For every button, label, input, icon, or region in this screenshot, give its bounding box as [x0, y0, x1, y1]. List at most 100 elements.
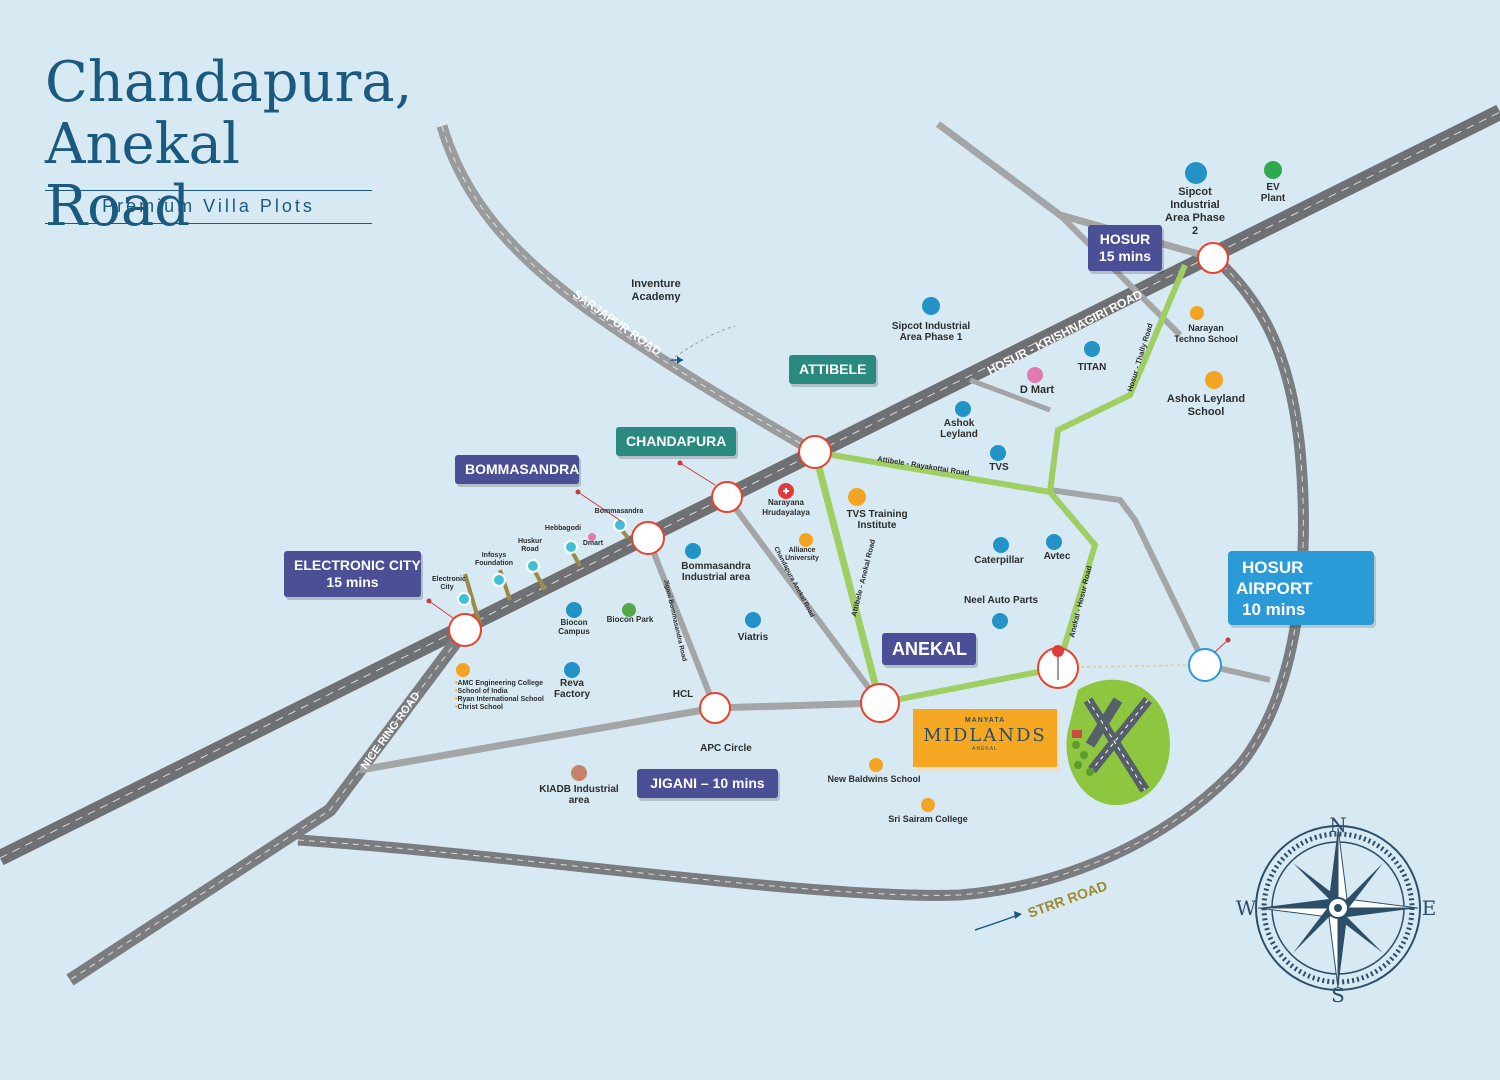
- factory-icon: [566, 602, 582, 618]
- label-ashok-leyland-school: Ashok Leyland School: [1166, 393, 1246, 418]
- school-icon: [848, 488, 866, 506]
- label-alliance-university: Alliance University: [785, 547, 819, 562]
- compass-n: N: [1329, 813, 1347, 837]
- badge-attibele: ATTIBELE: [789, 355, 877, 384]
- biocon-park-icon: [622, 603, 636, 617]
- badge-bommasandra: BOMMASANDRA: [455, 455, 579, 484]
- road-network: [0, 104, 1500, 986]
- label-avtec: Avtec: [1043, 551, 1071, 562]
- badge-chandapura: CHANDAPURA: [616, 427, 737, 456]
- map-title: Chandapura, Anekal Road: [45, 50, 413, 239]
- ev-plant-icon: [1264, 161, 1282, 179]
- label-neel-auto-parts: Neel Auto Parts: [963, 595, 1039, 606]
- factory-icon: [685, 543, 701, 559]
- school-icon: [869, 758, 883, 772]
- schools-list: AMC Engineering College School of India …: [455, 680, 544, 712]
- school-icon: [921, 798, 935, 812]
- label-dmart: D Mart: [1019, 384, 1055, 396]
- label-biocon-campus: Biocon Campus: [558, 618, 590, 636]
- airport-line-1: HOSUR: [1242, 558, 1304, 577]
- junction-anekal: [860, 683, 900, 723]
- label-viatris: Viatris: [737, 632, 769, 643]
- label-metro-dmart: Dmart: [582, 540, 604, 547]
- label-titan: TITAN: [1077, 362, 1107, 373]
- badge-electronic-city-name: ELECTRONIC CITY: [294, 557, 421, 573]
- factory-icon: [990, 445, 1006, 461]
- school-icon: [1205, 371, 1223, 389]
- badge-electronic-city: ELECTRONIC CITY 15 mins: [284, 551, 421, 597]
- factory-icon: [564, 662, 580, 678]
- label-hcl: HCL: [672, 689, 694, 700]
- factory-icon: [993, 537, 1009, 553]
- label-sipcot-phase-2: Sipcot Industrial Area Phase 2: [1165, 186, 1225, 237]
- label-ev-plant: EV Plant: [1260, 182, 1286, 204]
- factory-icon: [992, 613, 1008, 629]
- badge-hosur: HOSUR 15 mins: [1088, 225, 1162, 271]
- compass-s: S: [1331, 983, 1345, 1007]
- label-caterpillar: Caterpillar: [974, 555, 1024, 566]
- label-tvs-training-institute: TVS Training Institute: [846, 509, 908, 531]
- label-narayana-hrudayalaya: Narayana Hrudayalaya: [762, 498, 810, 517]
- badge-jigani: JIGANI – 10 mins: [637, 769, 778, 798]
- badge-electronic-city-time: 15 mins: [326, 574, 379, 590]
- junction-chandapura: [711, 481, 743, 513]
- junction-hosur: [1197, 242, 1229, 274]
- label-apc-circle: APC Circle: [700, 743, 752, 754]
- compass-e: E: [1422, 896, 1437, 920]
- factory-icon: [922, 297, 940, 315]
- junction-electronic-city: [448, 613, 482, 647]
- label-bommasandra-industrial: Bommasandra Industrial area: [681, 561, 751, 583]
- brand-sub: ANEKAL: [972, 746, 998, 752]
- airport-site-graphic: [1066, 679, 1170, 806]
- brand-top: MANYATA: [964, 717, 1006, 724]
- label-ashok-leyland: Ashok Leyland: [940, 418, 978, 440]
- school-icon: [799, 533, 813, 547]
- road-label-hosur-krishnagiri: HOSUR - KRISHNAGIRI ROAD: [985, 287, 1145, 378]
- attibele-anekal-road: [811, 451, 884, 704]
- school-item: Ryan International School: [455, 696, 543, 704]
- label-kiadb-industrial: KIADB Industrial area: [539, 784, 619, 806]
- factory-icon: [745, 612, 761, 628]
- map-subtitle: Premium Villa Plots: [102, 196, 315, 216]
- brand-name: MIDLANDS: [923, 725, 1047, 746]
- nice-ring-road: [66, 626, 471, 986]
- label-metro-electronic-city: Electronic City: [432, 576, 466, 591]
- compass-rose-icon: N S W E: [1236, 813, 1437, 1007]
- road-label-hosur-thally: Hosur - Thally Road: [1125, 322, 1154, 393]
- junction-attibele: [798, 435, 832, 469]
- factory-icon: [955, 401, 971, 417]
- airport-line-3: 10 mins: [1242, 600, 1306, 619]
- label-inventure-academy: Inventure Academy: [631, 278, 681, 303]
- junction-bommasandra: [631, 521, 665, 555]
- poi-icons: [456, 161, 1282, 812]
- label-narayan-techno-school: Narayan Techno School: [1174, 323, 1238, 344]
- attibele-rayakottai-road: [814, 449, 1051, 495]
- badge-hosur-airport: HOSUR AIRPORT 10 mins: [1228, 551, 1374, 625]
- school-icon: [1190, 306, 1204, 320]
- label-new-baldwins-school: New Baldwins School: [827, 774, 921, 784]
- road-label-anekal-hosur: Anekal - Hosur Road: [1067, 564, 1094, 638]
- badge-hosur-name: HOSUR: [1099, 231, 1151, 247]
- hosur-krishnagiri-road: [0, 104, 1500, 866]
- airport-line-2: AIRPORT: [1236, 579, 1313, 598]
- label-tvs: TVS: [989, 462, 1009, 473]
- label-metro-huskur: Huskur Road: [517, 538, 543, 553]
- location-pin-icon: [1052, 645, 1064, 680]
- label-reva-factory: Reva Factory: [553, 678, 591, 700]
- factory-icon: [1084, 341, 1100, 357]
- title-line-2: Anekal Road: [45, 112, 240, 239]
- title-line-1: Chandapura,: [45, 50, 413, 115]
- school-icon: [456, 663, 470, 677]
- label-metro-bommasandra: Bommasandra: [594, 508, 644, 515]
- label-sipcot-phase-1: Sipcot Industrial Area Phase 1: [891, 321, 971, 343]
- junction-hcl: [699, 692, 731, 724]
- metro-dmart-icon: [588, 533, 596, 541]
- school-item: School of India: [455, 688, 544, 696]
- label-metro-infosys: Infosys Foundation: [474, 552, 514, 567]
- compass-w: W: [1236, 896, 1257, 920]
- junction-airport: [1188, 648, 1222, 682]
- factory-icon: [571, 765, 587, 781]
- project-brand-card: MANYATA MIDLANDS ANEKAL: [913, 709, 1057, 767]
- school-item: AMC Engineering College: [455, 680, 544, 688]
